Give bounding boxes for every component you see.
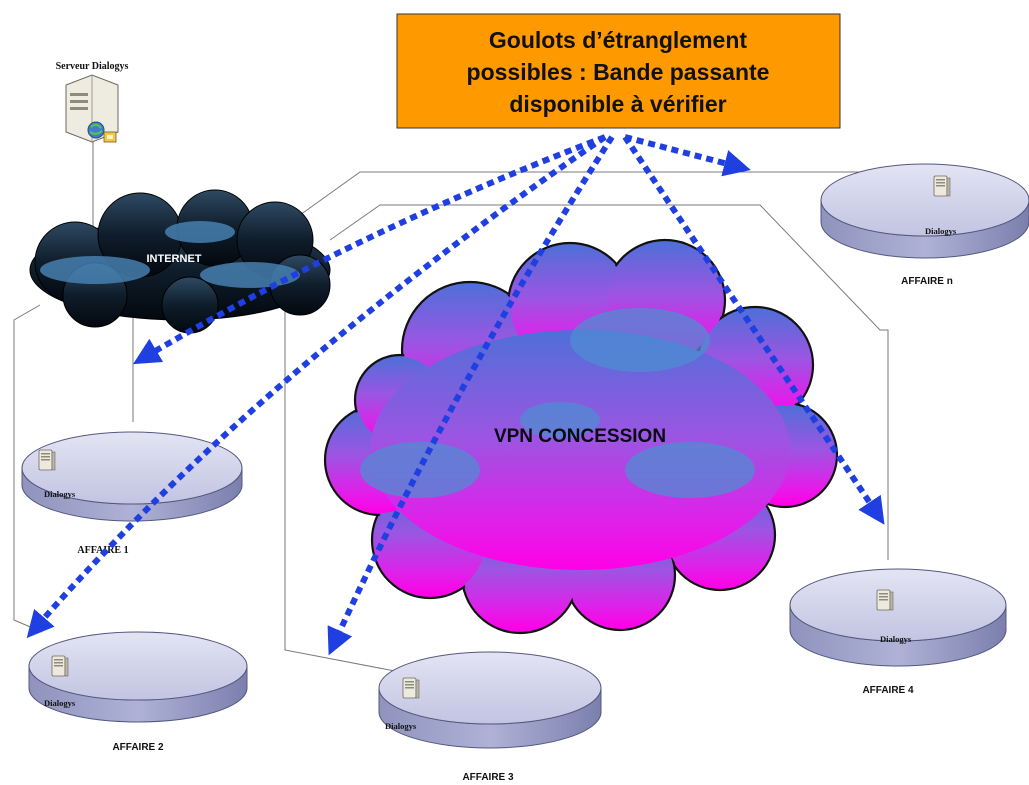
site-name: AFFAIRE 3	[462, 772, 514, 783]
site-affaire-4: Dialogys AFFAIRE 4	[789, 568, 1007, 696]
server-icon	[65, 74, 119, 143]
node-label: Dialogys	[925, 226, 957, 236]
workstation-icon	[38, 449, 56, 471]
internet-label: INTERNET	[147, 253, 202, 265]
node-label: Dialogys	[385, 721, 417, 731]
workstation-icon	[51, 655, 69, 677]
internet-cloud: INTERNET	[29, 189, 331, 334]
arrow-to-affaire-4	[622, 135, 885, 525]
site-name: AFFAIRE n	[901, 276, 953, 287]
server-dialogys: Serveur Dialogys	[56, 61, 129, 143]
site-name: AFFAIRE 2	[112, 742, 164, 753]
node-label: Dialogys	[44, 489, 76, 499]
callout-line-1: Goulots d’étranglement	[489, 27, 747, 53]
arrow-to-affaire-1	[133, 134, 607, 365]
vpn-label: VPN CONCESSION	[494, 426, 666, 447]
site-affaire-2: Dialogys AFFAIRE 2	[28, 631, 248, 753]
link-internet-affaire-3	[284, 290, 401, 673]
workstation-icon	[402, 677, 420, 699]
node-label: Dialogys	[44, 698, 76, 708]
site-name: AFFAIRE 4	[862, 685, 914, 696]
server-label: Serveur Dialogys	[56, 61, 129, 72]
site-affaire-3: Dialogys AFFAIRE 3	[378, 651, 602, 783]
bottleneck-callout: Goulots d’étranglement possibles : Bande…	[396, 13, 841, 129]
site-affaire-1: Dialogys AFFAIRE 1	[21, 431, 243, 556]
node-label: Dialogys	[880, 634, 912, 644]
arrow-to-affaire-n	[624, 134, 751, 177]
arrow-to-affaire-2	[26, 134, 607, 639]
callout-line-2: possibles : Bande passante	[467, 59, 770, 85]
workstation-icon	[933, 175, 951, 197]
bandwidth-arrows	[26, 134, 885, 656]
callout-line-3: disponible à vérifier	[509, 91, 726, 117]
link-internet-affaire-4	[329, 204, 889, 560]
site-affaire-n: Dialogys AFFAIRE n	[820, 163, 1029, 287]
workstation-icon	[876, 589, 894, 611]
vpn-cloud: VPN CONCESSION	[323, 238, 839, 635]
